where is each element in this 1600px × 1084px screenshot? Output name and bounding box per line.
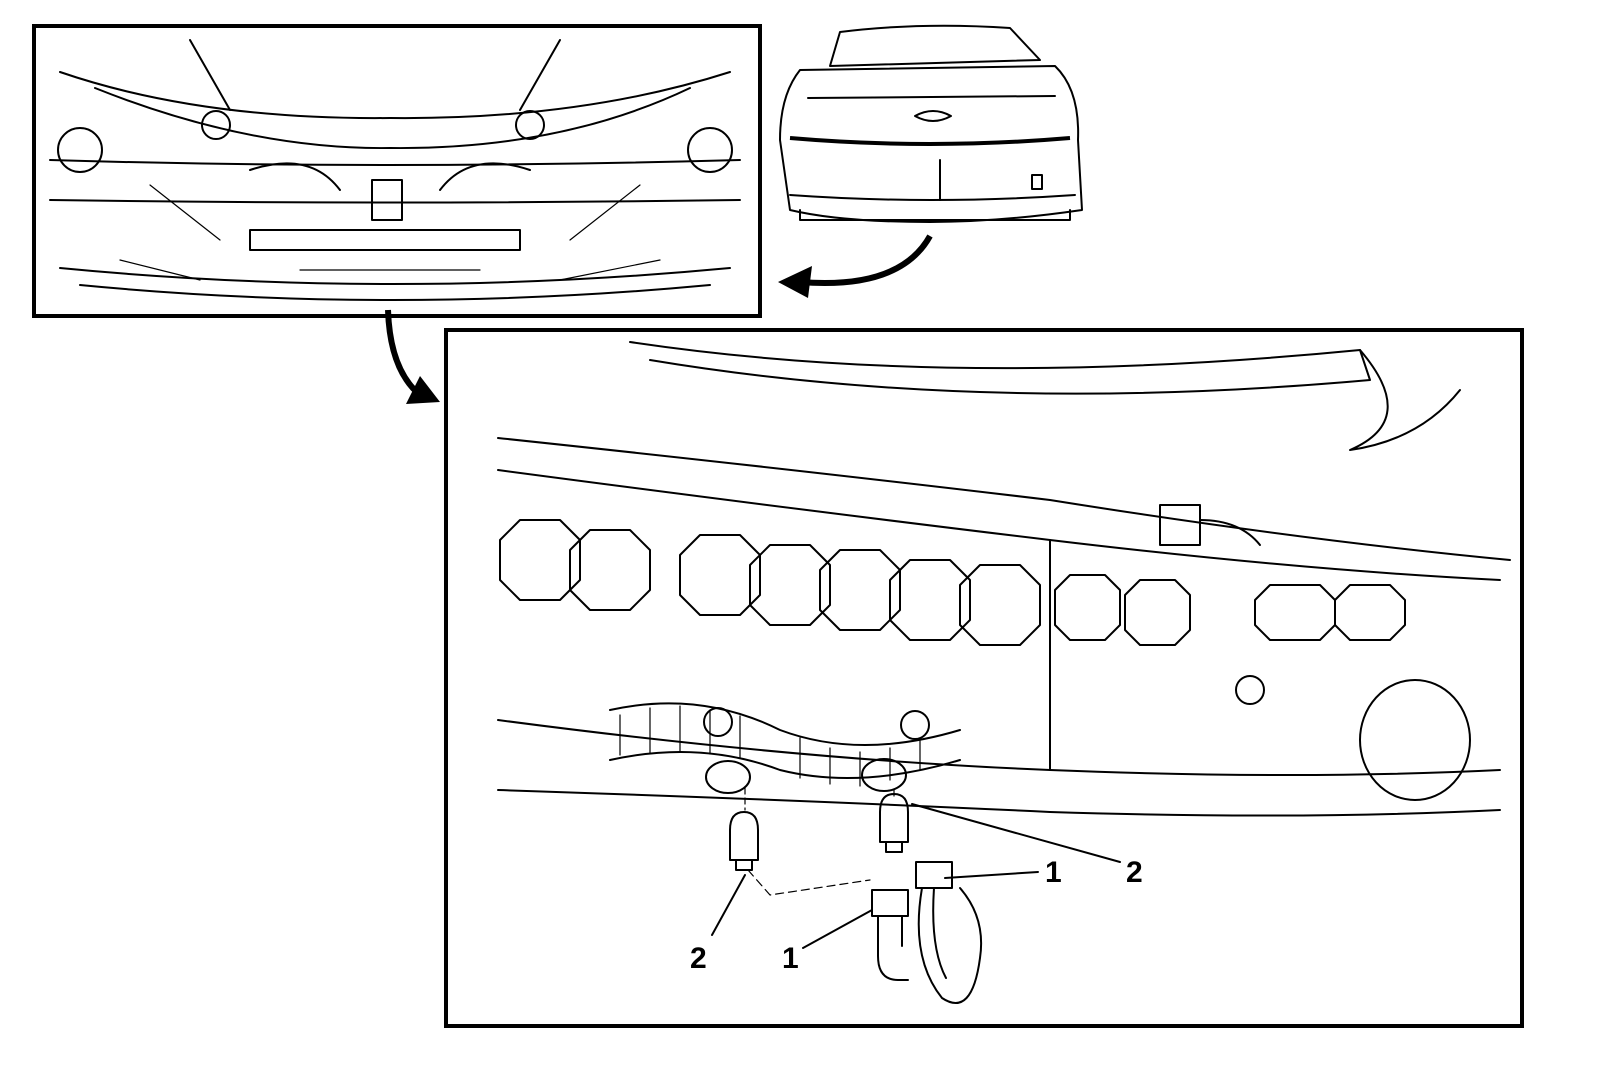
leader-lines	[711, 803, 1121, 949]
callout-1-left: 1	[782, 942, 799, 975]
bulb-right	[879, 793, 909, 853]
vehicle-rear-overview	[779, 24, 1083, 223]
socket-left	[871, 889, 909, 981]
underbody-linework	[49, 39, 741, 301]
overview-to-underbody-arrow	[778, 234, 933, 298]
callout-2-right: 2	[1126, 856, 1143, 889]
underbody-detail-view	[32, 24, 762, 318]
callout-1-right: 1	[1045, 856, 1062, 889]
bulb-left	[729, 811, 759, 871]
bumper-linework	[497, 341, 1511, 817]
underbody-to-lamp-arrow	[385, 309, 440, 404]
bumper-lamp-detail-view: 1 2 2 1	[444, 328, 1524, 1028]
socket-right	[915, 861, 983, 1004]
callout-2-left: 2	[690, 942, 707, 975]
